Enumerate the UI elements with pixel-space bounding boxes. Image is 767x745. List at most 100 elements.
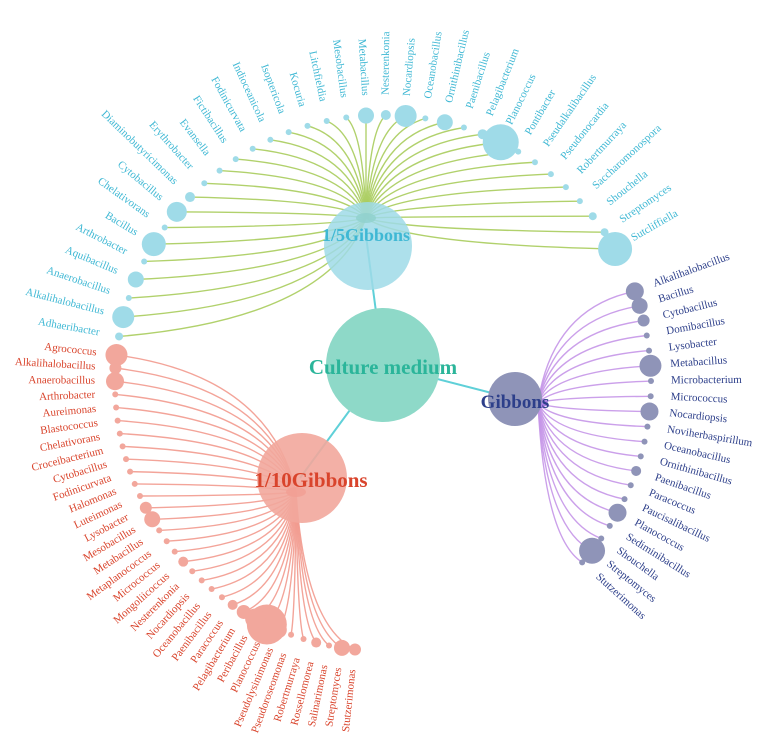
leaf-node-tenth[interactable]	[163, 538, 170, 545]
leaf-node-tenth[interactable]	[348, 643, 361, 656]
leaf-node-fifth[interactable]	[232, 156, 239, 163]
leaf-node-tenth[interactable]	[288, 631, 295, 638]
leaf-node-tenth[interactable]	[311, 637, 322, 648]
leaf-node-fifth[interactable]	[531, 159, 538, 166]
leaf-node-tenth[interactable]	[198, 577, 205, 584]
leaf-node-tenth[interactable]	[333, 639, 350, 656]
leaf-node-fifth[interactable]	[161, 224, 168, 231]
leaf-node-full[interactable]	[641, 438, 648, 445]
leaf-node-fifth[interactable]	[482, 124, 519, 161]
leaf-node-full[interactable]	[625, 282, 644, 301]
leaf-node-tenth[interactable]	[114, 417, 121, 424]
leaf-node-fifth[interactable]	[394, 104, 417, 127]
leaf-node-fifth[interactable]	[576, 198, 583, 205]
hub-node-tenth[interactable]	[257, 433, 347, 523]
leaf-node-tenth[interactable]	[116, 430, 123, 437]
leaf-node-fifth[interactable]	[125, 295, 132, 302]
leaf-node-fifth[interactable]	[323, 117, 330, 124]
leaf-node-tenth[interactable]	[208, 586, 215, 593]
leaf-node-tenth[interactable]	[156, 527, 163, 534]
leaf-node-full[interactable]	[647, 393, 654, 400]
leaf-node-tenth[interactable]	[119, 443, 126, 450]
edge-full	[537, 402, 650, 413]
leaf-node-tenth[interactable]	[144, 511, 161, 528]
leaf-node-tenth[interactable]	[127, 468, 134, 475]
leaf-node-tenth[interactable]	[136, 492, 143, 499]
leaf-node-tenth[interactable]	[227, 599, 238, 610]
leaf-node-fifth[interactable]	[201, 180, 208, 187]
leaf-node-fifth[interactable]	[562, 184, 569, 191]
leaf-node-fifth[interactable]	[343, 114, 350, 121]
leaf-node-fifth[interactable]	[127, 271, 144, 288]
leaf-node-fifth[interactable]	[216, 167, 223, 174]
leaf-node-full[interactable]	[579, 537, 606, 564]
leaf-node-tenth[interactable]	[123, 456, 130, 463]
leaf-label-fifth: Oceanobacillus	[422, 31, 445, 100]
leaf-node-fifth[interactable]	[547, 171, 554, 178]
leaf-node-fifth[interactable]	[598, 232, 633, 266]
leaf-node-full[interactable]	[608, 503, 627, 522]
leaf-node-fifth[interactable]	[166, 201, 187, 222]
leaf-node-fifth[interactable]	[249, 145, 256, 152]
leaf-node-fifth[interactable]	[588, 212, 597, 221]
leaf-node-full[interactable]	[627, 482, 634, 489]
hubs-layer: Culture medium 1/5Gibbons Gibbons 1/10Gi…	[254, 202, 549, 523]
leaf-node-tenth[interactable]	[189, 568, 196, 575]
leaf-label-fifth: Litchfieldia	[306, 50, 329, 103]
leaf-node-full[interactable]	[639, 354, 662, 377]
leaf-node-full[interactable]	[579, 559, 586, 566]
edge-fifth	[365, 117, 426, 219]
leaf-node-full[interactable]	[643, 332, 650, 339]
hub-label-tenth: 1/10Gibbons	[254, 468, 367, 492]
leaf-node-fifth[interactable]	[436, 114, 453, 131]
leaf-node-full[interactable]	[631, 297, 648, 314]
leaf-node-tenth[interactable]	[218, 594, 225, 601]
leaf-node-full[interactable]	[637, 453, 644, 460]
hub-node-fifth[interactable]	[324, 202, 412, 290]
leaf-node-full[interactable]	[644, 423, 651, 430]
leaf-node-fifth[interactable]	[141, 232, 166, 257]
edge-fifth	[365, 114, 387, 219]
leaf-node-tenth[interactable]	[112, 391, 119, 398]
leaf-node-fifth[interactable]	[185, 192, 196, 203]
edge-full	[537, 402, 641, 458]
leaf-node-fifth[interactable]	[112, 306, 135, 329]
leaf-node-full[interactable]	[637, 314, 650, 327]
root-node[interactable]	[326, 308, 440, 422]
leaf-node-fifth[interactable]	[304, 122, 311, 129]
leaf-node-tenth[interactable]	[106, 372, 125, 391]
leaf-node-tenth[interactable]	[171, 548, 178, 555]
leaf-node-fifth[interactable]	[600, 228, 609, 237]
leaf-node-fifth[interactable]	[267, 136, 274, 143]
leaf-node-fifth[interactable]	[460, 124, 467, 131]
leaf-node-full[interactable]	[631, 465, 642, 476]
leaf-label-tenth: Agrococcus	[44, 341, 98, 358]
leaf-node-tenth[interactable]	[105, 343, 128, 366]
leaf-node-tenth[interactable]	[236, 604, 251, 619]
leaf-node-tenth[interactable]	[178, 556, 189, 567]
leaf-node-fifth[interactable]	[285, 129, 292, 136]
leaf-node-fifth[interactable]	[380, 110, 391, 121]
leaf-node-tenth[interactable]	[325, 642, 332, 649]
leaf-label-tenth: Aureimonas	[42, 403, 97, 420]
leaf-node-fifth[interactable]	[115, 332, 124, 341]
leaf-node-full[interactable]	[606, 522, 613, 529]
leaf-node-fifth[interactable]	[515, 148, 522, 155]
leaf-node-fifth[interactable]	[358, 107, 375, 124]
leaf-node-tenth[interactable]	[300, 635, 307, 642]
leaf-nodes-layer	[105, 104, 662, 656]
leaf-node-full[interactable]	[646, 347, 653, 354]
leaf-node-tenth[interactable]	[113, 404, 120, 411]
leaf-node-tenth[interactable]	[131, 480, 138, 487]
leaf-node-fifth[interactable]	[141, 258, 148, 265]
leaf-node-full[interactable]	[640, 402, 659, 421]
leaf-node-full[interactable]	[621, 496, 628, 503]
leaf-node-full[interactable]	[647, 378, 654, 385]
hub-node-full[interactable]	[488, 372, 542, 426]
edge-full	[537, 395, 651, 404]
leaf-node-tenth[interactable]	[139, 501, 152, 514]
edge-full	[537, 402, 602, 540]
leaf-node-fifth[interactable]	[422, 115, 429, 122]
leaf-node-full[interactable]	[598, 535, 605, 542]
